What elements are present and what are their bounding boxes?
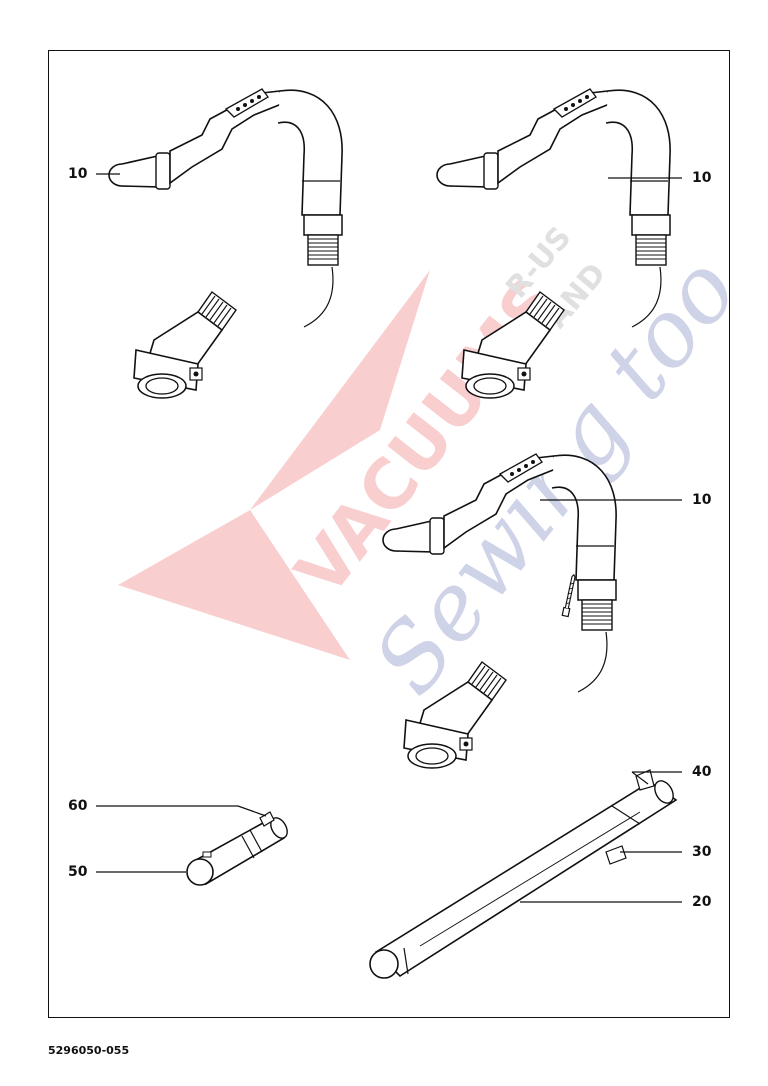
- callout-10-top-right: 10: [692, 170, 712, 186]
- callout-20: 20: [692, 894, 712, 910]
- callout-30: 30: [692, 844, 712, 860]
- callout-60: 60: [68, 798, 88, 814]
- short-tube: [96, 805, 288, 886]
- document-number: 5296050-055: [48, 1044, 130, 1057]
- callout-50: 50: [68, 864, 88, 880]
- hose-assembly-top-right: [436, 88, 682, 399]
- long-wand: [369, 769, 682, 979]
- callout-10-middle: 10: [692, 492, 712, 508]
- screw: [561, 573, 576, 618]
- callout-10-top-left: 10: [68, 166, 88, 182]
- drawing-frame: [48, 50, 730, 1018]
- hose-assembly-top-left: [96, 88, 343, 399]
- hose-assembly-middle: [382, 453, 682, 769]
- callout-40: 40: [692, 764, 712, 780]
